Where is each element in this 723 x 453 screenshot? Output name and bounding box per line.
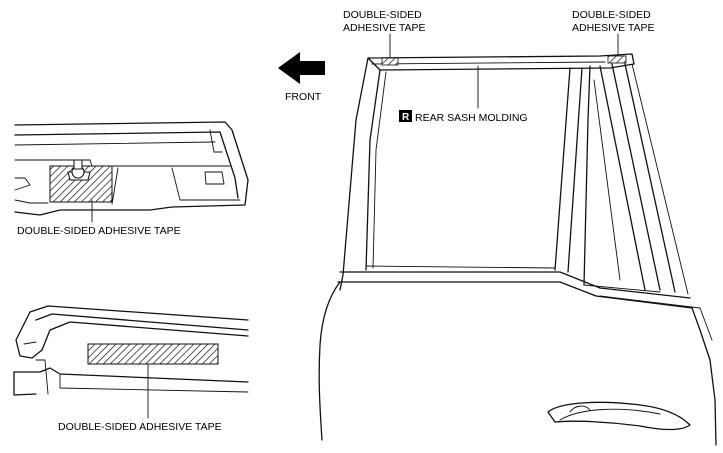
molding-badge (399, 110, 412, 122)
upper-detail-drawing (14, 121, 249, 216)
tape-label-left-line2: ADHESIVE TAPE (343, 22, 425, 34)
tape-label-left-line1: DOUBLE-SIDED (343, 9, 422, 21)
front-arrow-icon (278, 52, 325, 84)
tape-pad-top-left (381, 57, 399, 66)
front-label: FRONT (285, 91, 322, 103)
tape-strip-lower (87, 343, 219, 365)
tape-label-right-line2: ADHESIVE TAPE (572, 22, 654, 34)
molding-badge-letter: R (402, 112, 410, 123)
molding-label: REAR SASH MOLDING (415, 112, 528, 124)
lower-detail-drawing (13, 305, 249, 396)
tape-label-lower-detail: DOUBLE-SIDED ADHESIVE TAPE (58, 421, 222, 433)
rear-door-drawing (318, 53, 717, 446)
tape-pad-top-right (607, 55, 627, 64)
tape-label-upper-detail: DOUBLE-SIDED ADHESIVE TAPE (17, 225, 181, 237)
tape-label-right-line1: DOUBLE-SIDED (572, 9, 651, 21)
